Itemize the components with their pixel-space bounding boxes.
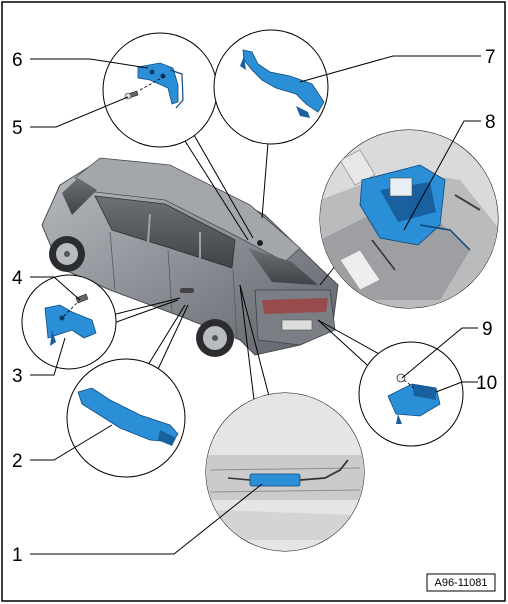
callout-6: 6	[12, 50, 23, 71]
figure-reference: A96-11081	[426, 573, 496, 592]
callout-lines	[30, 55, 481, 555]
detail-circle-3-4	[21, 274, 117, 370]
car-illustration	[41, 157, 339, 357]
detail-circle-9-10	[358, 341, 464, 447]
detail-circle-8	[319, 129, 499, 309]
callout-3: 3	[12, 366, 23, 387]
callout-8: 8	[485, 112, 496, 133]
figure-reference-label: A96-11081	[434, 577, 487, 589]
callout-7: 7	[485, 47, 496, 68]
detail-circle-5-6	[102, 32, 218, 148]
callout-5: 5	[12, 118, 23, 139]
callout-9: 9	[482, 319, 493, 340]
detail-circle-7	[213, 29, 329, 145]
detail-circle-1	[205, 392, 365, 552]
callout-2: 2	[12, 451, 23, 472]
callout-10: 10	[476, 373, 497, 394]
callout-1: 1	[12, 545, 23, 566]
leader-lines	[107, 127, 391, 409]
callout-4: 4	[12, 268, 23, 289]
detail-circle-2	[66, 358, 186, 478]
callout-numbers: 6 5 7 8 4 3 2 9 10 1	[12, 47, 497, 566]
